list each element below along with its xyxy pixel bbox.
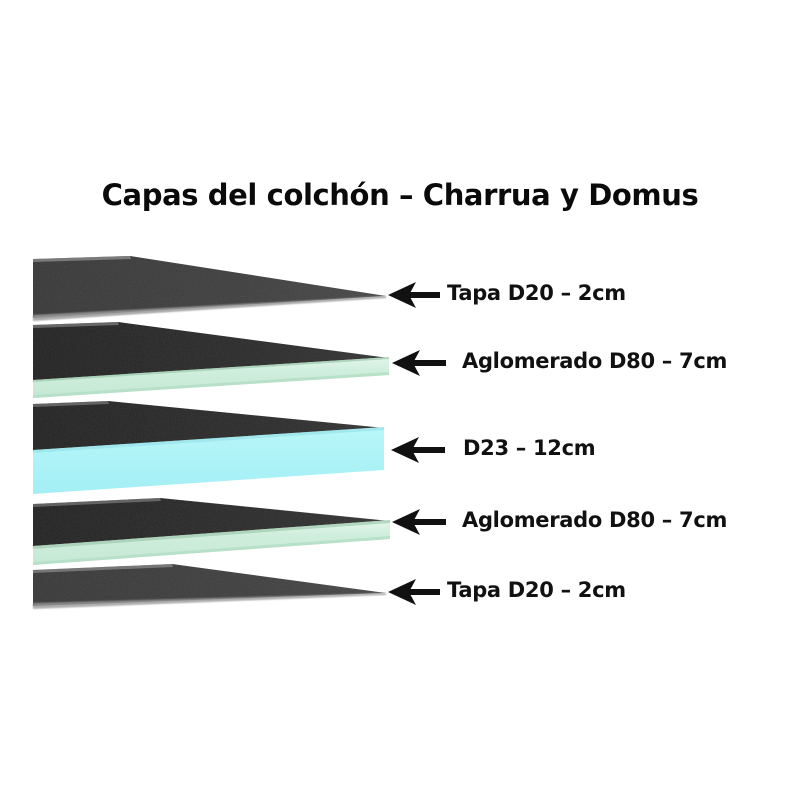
layer-d23-core [33,401,384,494]
layer-aglomerado-upper [33,322,389,398]
layer-tapa-top-highlight [33,256,131,262]
layer-tapa-bottom-highlight [33,564,173,573]
callout-arrow-tapa-bottom [388,579,440,605]
layer-aglomerado-lower-edge-shadow [33,536,390,565]
layer-aglomerado-lower [33,498,390,565]
layer-tapa-bottom-edge [33,593,386,609]
layer-d23-edge [33,427,384,494]
callout-label-aglomerado-lower: Aglomerado D80 – 7cm [462,508,728,532]
layer-tapa-top-surface [33,256,386,318]
layer-tapa-top-edge [33,296,386,321]
layer-aglomerado-upper-edge-shadow [33,372,389,398]
layer-aglomerado-lower-surface [33,498,390,548]
layer-tapa-top [33,256,386,321]
callout-arrows [388,282,446,605]
layer-d23-edge-line [33,427,384,453]
callout-arrow-aglomerado-lower [392,509,446,535]
layer-aglomerado-upper-surface [33,322,389,381]
callout-arrow-d23 [391,437,445,463]
layer-d23-surface [33,401,384,452]
callout-arrow-tapa-top [388,282,440,308]
layer-aglomerado-lower-highlight [33,498,161,507]
page-title: Capas del colchón – Charrua y Domus [101,178,699,212]
callout-label-tapa-bottom: Tapa D20 – 2cm [447,578,626,602]
layer-d23-highlight [33,401,109,407]
layer-aglomerado-upper-edge-line [33,357,389,382]
layer-aglomerado-lower-edge [33,520,390,565]
layer-aglomerado-upper-highlight [33,322,119,328]
callout-label-d23: D23 – 12cm [463,436,596,460]
callout-label-tapa-top: Tapa D20 – 2cm [447,281,626,305]
layer-aglomerado-lower-edge-line [33,520,390,549]
callout-arrow-aglomerado-upper [392,350,446,376]
callout-label-aglomerado-upper: Aglomerado D80 – 7cm [462,349,728,373]
layer-aglomerado-upper-edge [33,357,389,398]
layer-tapa-bottom [33,564,386,609]
